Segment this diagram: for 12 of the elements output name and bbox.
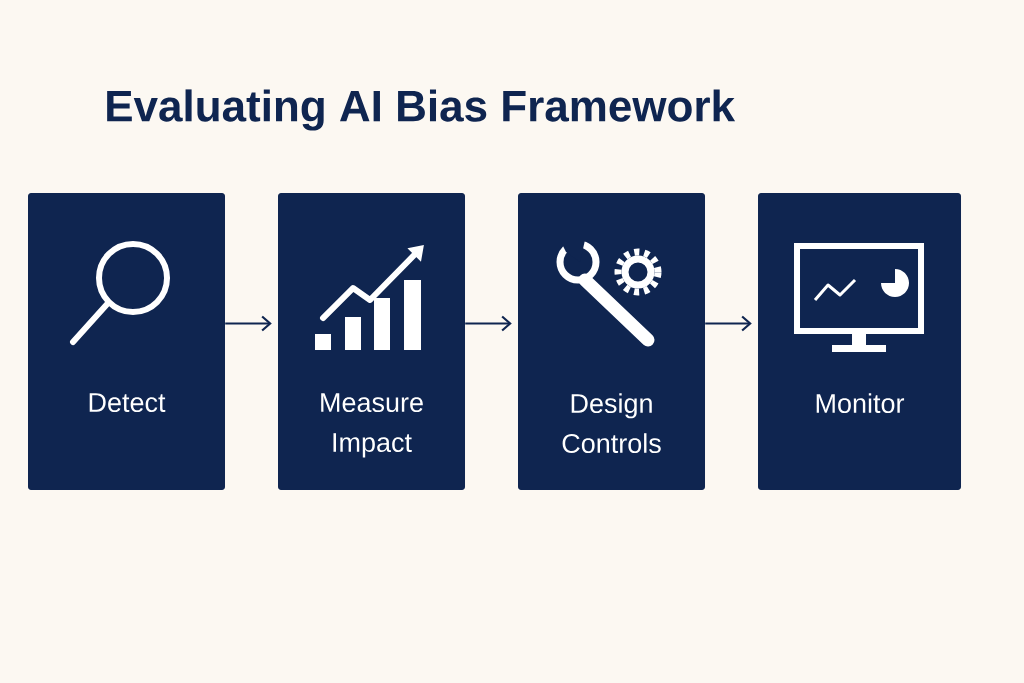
step-box <box>758 193 961 490</box>
step-box <box>518 193 705 490</box>
step-label: Measure Impact <box>321 393 423 458</box>
step-label: Monitor <box>816 393 905 414</box>
arrow <box>465 315 512 332</box>
title: Evaluating AI Bias Framework <box>107 89 736 131</box>
step-label: Detect <box>89 393 166 413</box>
step-box <box>278 193 465 490</box>
step-box <box>28 193 225 490</box>
arrow <box>705 315 752 332</box>
step-label: Design Controls <box>562 393 661 454</box>
arrow <box>225 315 272 332</box>
